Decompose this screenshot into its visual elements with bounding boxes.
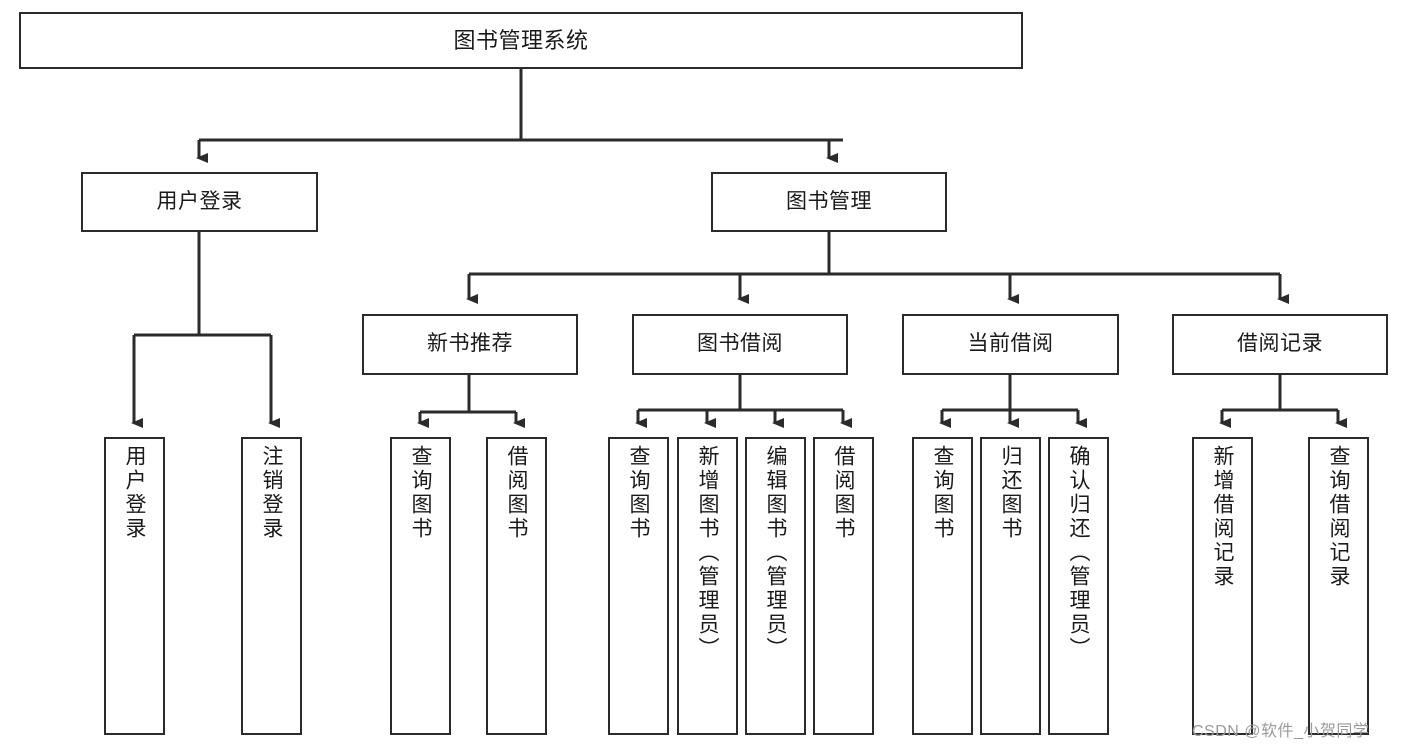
node-label: 新增图书（管理员） <box>696 445 719 661</box>
node-book-management[interactable]: 图书管理 <box>711 172 947 232</box>
node-label: 借阅图书 <box>832 445 855 541</box>
node-label: 图书借阅 <box>697 332 783 356</box>
leaf-borrow-edit-book[interactable]: 编辑图书（管理员） <box>745 437 806 735</box>
leaf-records-add-record[interactable]: 新增借阅记录 <box>1192 437 1253 735</box>
node-label: 查询图书 <box>627 445 650 541</box>
leaf-borrow-query-book[interactable]: 查询图书 <box>608 437 669 735</box>
node-label: 图书管理系统 <box>453 27 589 53</box>
node-current-borrow[interactable]: 当前借阅 <box>902 314 1119 375</box>
node-label: 新书推荐 <box>427 332 513 356</box>
node-label: 用户登录 <box>156 189 243 213</box>
node-label: 借阅图书 <box>505 445 528 541</box>
node-label: 注销登录 <box>260 445 283 541</box>
node-label: 编辑图书（管理员） <box>764 445 787 661</box>
node-new-book-recommend[interactable]: 新书推荐 <box>362 314 578 375</box>
node-label: 借阅记录 <box>1237 332 1323 356</box>
node-label: 查询借阅记录 <box>1327 445 1350 589</box>
node-label: 当前借阅 <box>967 332 1054 356</box>
node-label: 查询图书 <box>409 445 432 541</box>
node-borrow-records[interactable]: 借阅记录 <box>1172 314 1388 375</box>
leaf-records-query-record[interactable]: 查询借阅记录 <box>1308 437 1369 735</box>
node-label: 图书管理 <box>786 189 872 213</box>
leaf-current-return-book[interactable]: 归还图书 <box>980 437 1041 735</box>
leaf-current-query-book[interactable]: 查询图书 <box>912 437 973 735</box>
node-label: 用户登录 <box>123 445 146 541</box>
node-label: 归还图书 <box>999 445 1022 541</box>
leaf-recommend-query-book[interactable]: 查询图书 <box>390 437 451 735</box>
leaf-borrow-add-book[interactable]: 新增图书（管理员） <box>677 437 738 735</box>
node-user-login[interactable]: 用户登录 <box>81 172 318 232</box>
node-label: 确认归还（管理员） <box>1067 445 1090 661</box>
node-root-system[interactable]: 图书管理系统 <box>19 12 1023 69</box>
node-book-borrow[interactable]: 图书借阅 <box>632 314 848 375</box>
leaf-user-login-signin[interactable]: 用户登录 <box>104 437 165 735</box>
node-label: 查询图书 <box>931 445 954 541</box>
leaf-current-confirm-return[interactable]: 确认归还（管理员） <box>1048 437 1109 735</box>
leaf-user-login-signout[interactable]: 注销登录 <box>241 437 302 735</box>
leaf-borrow-borrow-book[interactable]: 借阅图书 <box>813 437 874 735</box>
csdn-watermark: CSDN @软件_小贺同学 <box>1192 723 1370 740</box>
leaf-recommend-borrow-book[interactable]: 借阅图书 <box>486 437 547 735</box>
node-label: 新增借阅记录 <box>1211 445 1234 589</box>
